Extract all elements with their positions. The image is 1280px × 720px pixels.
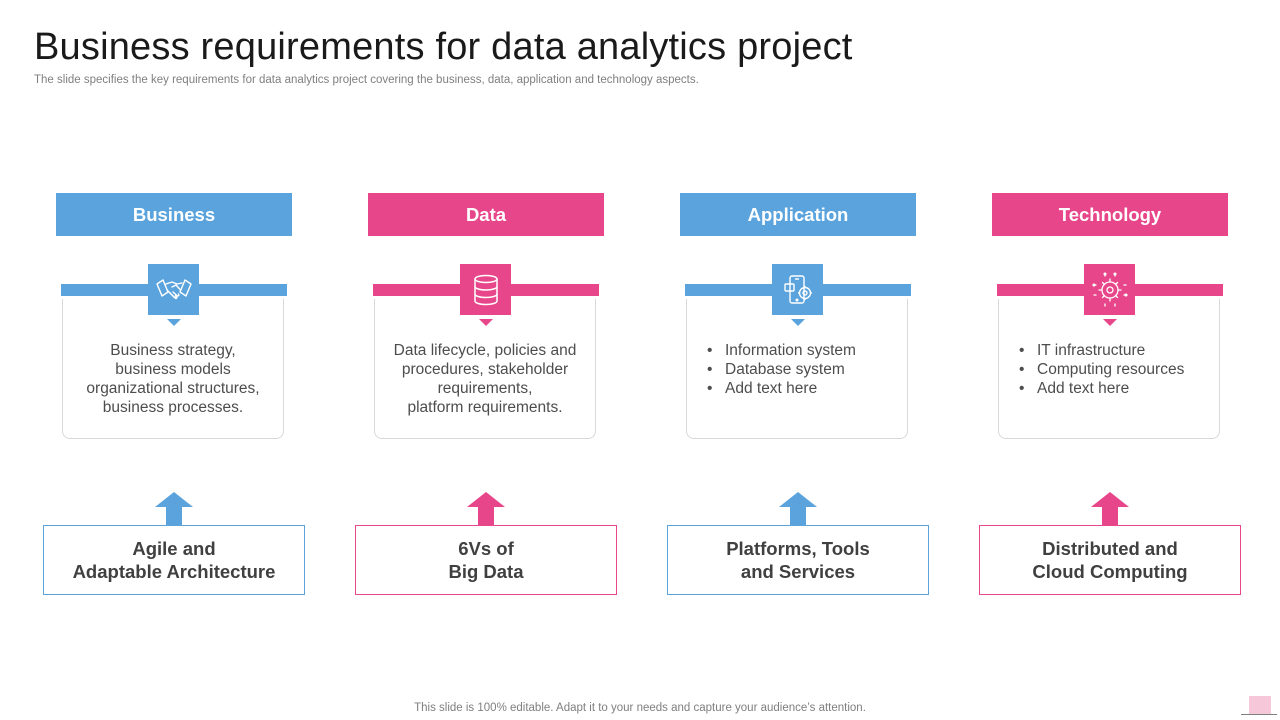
text-line: business processes. — [102, 399, 244, 416]
text-line: Business strategy, — [110, 342, 236, 359]
gear-circuit-icon — [1084, 264, 1135, 315]
text-line: procedures, stakeholder — [401, 361, 569, 378]
text-line: platform requirements. — [407, 399, 563, 416]
up-arrow-icon — [155, 492, 193, 526]
text-line: organizational structures, — [86, 380, 260, 397]
notch-application — [791, 319, 805, 326]
text-line: business models — [115, 361, 231, 378]
bottom-line: Distributed and — [1042, 538, 1178, 559]
bottom-line: 6Vs of — [458, 538, 514, 559]
column-header-business: Business — [56, 193, 292, 236]
column-technology: Technology IT infrastructure Computing r… — [979, 0, 1241, 720]
list-item: Computing resources — [1019, 360, 1237, 379]
column-list-application: Information system Database system Add t… — [703, 341, 925, 398]
bottom-line: Agile and — [132, 538, 216, 559]
list-item: Information system — [707, 341, 925, 360]
column-header-data: Data — [368, 193, 604, 236]
up-arrow-icon — [467, 492, 505, 526]
list-item: Add text here — [707, 379, 925, 398]
bottom-line: Big Data — [448, 561, 524, 582]
corner-divider — [1241, 714, 1277, 715]
handshake-icon — [148, 264, 199, 315]
column-header-technology: Technology — [992, 193, 1228, 236]
up-arrow-icon — [1091, 492, 1129, 526]
column-text-data: Data lifecycle, policies and procedures,… — [379, 341, 591, 417]
bottom-box-application: Platforms, Tools and Services — [667, 525, 929, 595]
column-list-technology: IT infrastructure Computing resources Ad… — [1015, 341, 1237, 398]
bottom-line: Adaptable Architecture — [72, 561, 276, 582]
list-item: Database system — [707, 360, 925, 379]
text-line: Data lifecycle, policies and — [393, 342, 577, 359]
page-title: Business requirements for data analytics… — [34, 26, 853, 68]
bottom-line: Cloud Computing — [1032, 561, 1188, 582]
corner-decoration — [1249, 696, 1271, 714]
bottom-box-business: Agile and Adaptable Architecture — [43, 525, 305, 595]
notch-data — [479, 319, 493, 326]
text-line: requirements, — [437, 380, 533, 397]
database-icon — [460, 264, 511, 315]
bottom-line: Platforms, Tools — [726, 538, 870, 559]
column-business: Business Business strategy, business mod… — [43, 0, 305, 720]
bottom-box-technology: Distributed and Cloud Computing — [979, 525, 1241, 595]
notch-technology — [1103, 319, 1117, 326]
list-item: IT infrastructure — [1019, 341, 1237, 360]
footer-note: This slide is 100% editable. Adapt it to… — [414, 702, 866, 714]
page-subtitle: The slide specifies the key requirements… — [34, 74, 699, 86]
notch-business — [167, 319, 181, 326]
bottom-box-data: 6Vs of Big Data — [355, 525, 617, 595]
list-item: Add text here — [1019, 379, 1237, 398]
bottom-line: and Services — [740, 561, 856, 582]
column-text-business: Business strategy, business models organ… — [67, 341, 279, 417]
column-header-application: Application — [680, 193, 916, 236]
mobile-app-gear-icon — [772, 264, 823, 315]
column-data: Data Data lifecycle, policies and proced… — [355, 0, 617, 720]
up-arrow-icon — [779, 492, 817, 526]
column-application: Application Information system Database … — [667, 0, 929, 720]
